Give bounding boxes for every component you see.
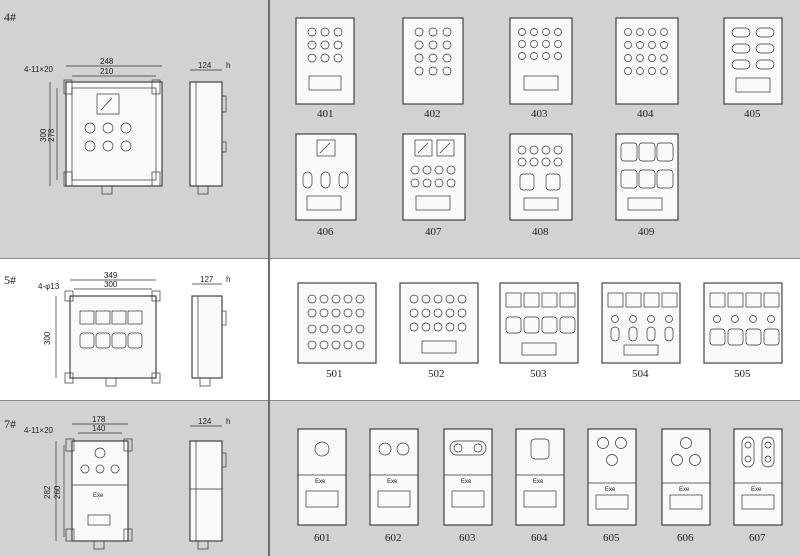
model-label: 603 <box>459 532 476 544</box>
vertical-divider <box>268 0 270 556</box>
dim-5-depth: 127 <box>200 275 214 284</box>
model-403: 403 <box>509 17 573 120</box>
dim-5-h: h <box>226 275 230 284</box>
model-label: 607 <box>749 532 766 544</box>
model-404: 404 <box>615 17 679 120</box>
dim-4-width-inner: 210 <box>100 67 114 76</box>
plate-text-7-drawing: Exe <box>93 493 104 499</box>
plate-text: Exe <box>315 479 326 485</box>
model-label: 403 <box>531 108 548 120</box>
dim-5-width-outer: 349 <box>104 271 118 280</box>
section-7-drawing: Exe 178 140 4-11×20 282 260 124 h <box>24 415 230 550</box>
dim-7-depth: 124 <box>198 417 212 426</box>
model-label: 604 <box>531 532 548 544</box>
model-label: 404 <box>637 108 654 120</box>
model-606: Exe 606 <box>661 428 711 544</box>
model-405: 405 <box>723 17 783 120</box>
model-label: 505 <box>734 368 751 380</box>
model-505: 505 <box>703 282 783 380</box>
dim-7-width-outer: 178 <box>92 415 106 424</box>
model-label: 406 <box>317 226 334 238</box>
section-7-drawing-panel <box>0 401 268 556</box>
model-603: Exe 603 <box>443 428 493 544</box>
model-label: 503 <box>530 368 547 380</box>
divider-5-7 <box>0 400 800 401</box>
dim-7-h: h <box>226 417 230 426</box>
model-501: 501 <box>297 282 377 380</box>
model-601: Exe 601 <box>297 428 347 544</box>
section-4-drawing: 248 210 4-11×20 300 278 124 h <box>24 57 230 195</box>
section-4-models: 401 402 403 <box>295 17 783 238</box>
dim-4-h: h <box>226 61 230 70</box>
plate-text: Exe <box>533 479 544 485</box>
model-label: 405 <box>744 108 761 120</box>
model-label: 504 <box>632 368 649 380</box>
model-label: 601 <box>314 532 331 544</box>
model-605: Exe 605 <box>587 428 637 544</box>
dim-7-height-outer: 282 <box>43 485 52 499</box>
plate-text: Exe <box>751 487 762 493</box>
model-503: 503 <box>499 282 579 380</box>
plate-text: Exe <box>461 479 472 485</box>
section-5-band: 5# 349 300 4-φ13 300 127 h <box>0 259 800 400</box>
dim-7-width-inner: 140 <box>92 424 106 433</box>
model-label: 409 <box>638 226 655 238</box>
model-602: Exe 602 <box>369 428 419 544</box>
section-5-label: 5# <box>4 273 16 287</box>
dim-4-height-inner: 278 <box>47 128 56 142</box>
section-7-band: 7# Exe 178 140 4-11×20 282 260 124 h <box>0 401 800 556</box>
plate-text: Exe <box>387 479 398 485</box>
model-label: 602 <box>385 532 402 544</box>
model-label: 401 <box>317 108 334 120</box>
dim-7-height-inner: 260 <box>53 485 62 499</box>
section-7-models: Exe 601 Exe 602 Exe 603 Exe <box>297 428 783 544</box>
model-label: 605 <box>603 532 620 544</box>
model-407: 407 <box>402 133 466 238</box>
plate-text: Exe <box>679 487 690 493</box>
dim-4-height-outer: 300 <box>39 128 48 142</box>
model-label: 407 <box>425 226 442 238</box>
model-402: 402 <box>402 17 464 120</box>
model-502: 502 <box>399 282 479 380</box>
model-label: 402 <box>424 108 441 120</box>
model-406: 406 <box>295 133 357 238</box>
divider-4-5 <box>0 258 800 259</box>
model-401: 401 <box>295 17 355 120</box>
model-label: 501 <box>326 368 343 380</box>
section-5-models: 501 502 503 <box>297 282 783 380</box>
dim-4-mount: 4-11×20 <box>24 65 54 74</box>
model-label: 606 <box>677 532 694 544</box>
section-5-drawing: 349 300 4-φ13 300 127 h <box>38 271 230 387</box>
model-607: Exe 607 <box>733 428 783 544</box>
model-409: 409 <box>615 133 679 238</box>
dim-4-depth: 124 <box>198 61 212 70</box>
model-label: 408 <box>532 226 549 238</box>
dim-5-height-outer: 300 <box>43 331 52 345</box>
dim-5-mount: 4-φ13 <box>38 282 60 291</box>
dim-5-width-inner: 300 <box>104 280 118 289</box>
section-4-band: 4# 248 210 4-11×20 300 278 124 h <box>0 0 800 258</box>
dim-7-mount: 4-11×20 <box>24 426 54 435</box>
model-604: Exe 604 <box>515 428 565 544</box>
dim-4-width-outer: 248 <box>100 57 114 66</box>
model-408: 408 <box>509 133 573 238</box>
model-504: 504 <box>601 282 681 380</box>
section-7-label: 7# <box>4 417 16 431</box>
plate-text: Exe <box>605 487 616 493</box>
model-label: 502 <box>428 368 445 380</box>
section-4-label: 4# <box>4 10 16 24</box>
